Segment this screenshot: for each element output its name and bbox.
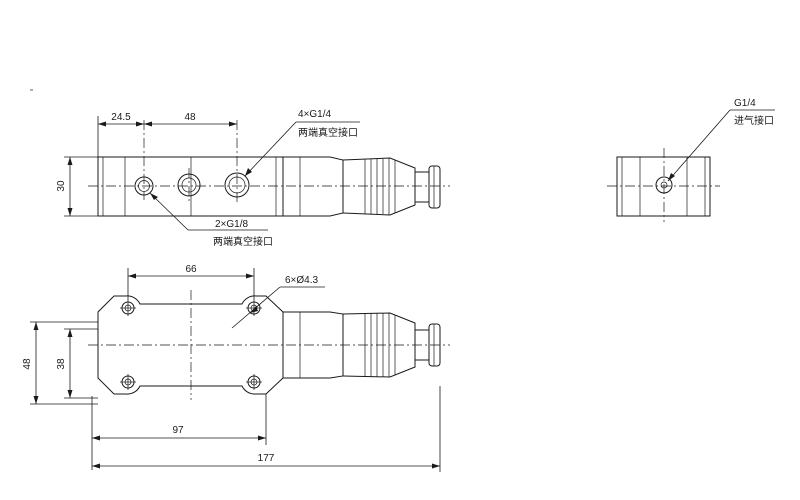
callout-mount-holes: 6×Ø4.3 xyxy=(231,275,325,329)
front-view: 24.5 48 30 4×G1/4 两端真空接口 xyxy=(56,109,450,248)
dim-text-24-5: 24.5 xyxy=(111,112,131,123)
dimension-48-pitch: 48 xyxy=(144,112,237,127)
callout-2xg18-size: 2×G1/8 xyxy=(215,219,249,230)
dimension-177: 177 xyxy=(92,386,441,472)
callout-2xg18-desc: 两端真空接口 xyxy=(213,235,273,248)
dim-text-38: 38 xyxy=(56,358,67,370)
plan-silencer xyxy=(283,311,441,379)
dimension-97: 97 xyxy=(91,394,267,470)
dimension-38: 38 xyxy=(56,328,98,399)
inlet-port xyxy=(655,176,673,194)
dimension-48-width: 48 xyxy=(22,321,98,405)
mount-hole-br xyxy=(246,374,262,390)
dimension-30: 30 xyxy=(56,156,98,217)
callout-4xg14: 4×G1/4 两端真空接口 xyxy=(244,109,360,177)
front-view-body xyxy=(97,156,284,217)
callout-2xg18: 2×G1/8 两端真空接口 xyxy=(149,192,273,248)
callout-inlet: G1/4 进气接口 xyxy=(667,98,775,182)
side-view: G1/4 进气接口 xyxy=(607,98,775,222)
callout-4xg14-desc: 两端真空接口 xyxy=(298,126,358,139)
side-view-body xyxy=(616,156,711,217)
plan-view: 66 6×Ø4.3 48 38 xyxy=(22,264,450,472)
callout-inlet-desc: 进气接口 xyxy=(734,114,774,127)
front-silencer xyxy=(282,156,441,217)
dimension-66: 66 xyxy=(127,264,255,300)
dim-text-30: 30 xyxy=(56,180,67,192)
dim-text-66: 66 xyxy=(185,264,197,275)
mount-hole-tl xyxy=(120,300,136,316)
mount-hole-bl xyxy=(120,374,136,390)
mount-hole-tr xyxy=(246,300,262,316)
dim-text-48-width: 48 xyxy=(22,358,33,370)
callout-inlet-size: G1/4 xyxy=(734,98,756,109)
callout-mount-holes-text: 6×Ø4.3 xyxy=(285,275,319,286)
callout-4xg14-size: 4×G1/4 xyxy=(298,109,332,120)
dim-text-48-pitch: 48 xyxy=(184,112,196,123)
dim-text-97: 97 xyxy=(172,425,184,436)
dimension-24-5: 24.5 xyxy=(97,112,144,157)
dim-text-177: 177 xyxy=(258,453,275,464)
